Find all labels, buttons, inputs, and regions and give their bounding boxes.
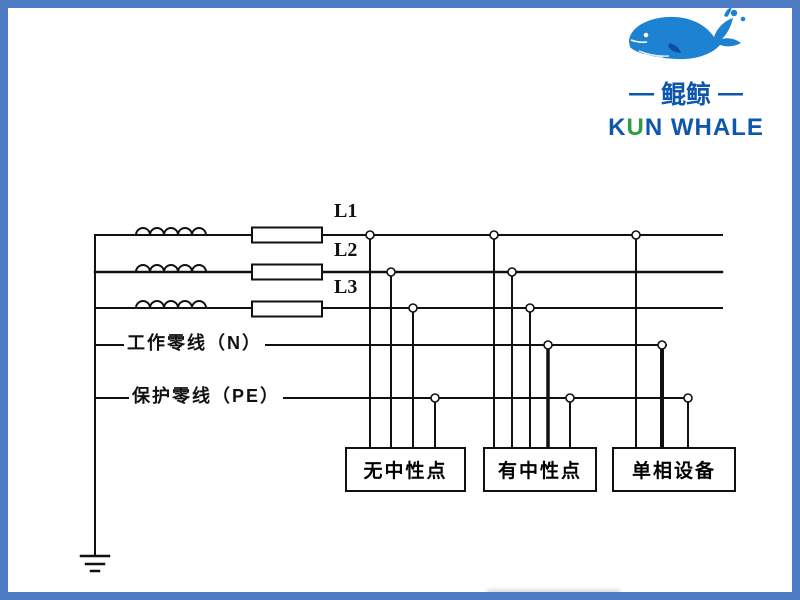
equipment-box-no-neutral: 无中性点 (345, 447, 466, 492)
equipment-box-label: 单相设备 (631, 461, 716, 482)
brand-logo: — 鲲鲸 — KUN WHALE (598, 6, 774, 142)
label-l3: L3 (334, 276, 358, 298)
equipment-box-single-phase: 单相设备 (612, 447, 736, 492)
brand-dash-right: — (718, 78, 743, 107)
equipment-box-label: 无中性点 (363, 461, 448, 482)
whale-icon (629, 7, 746, 60)
coil-icon-l2 (134, 264, 208, 274)
junction-node (565, 393, 575, 403)
brand-letter-k: K (608, 114, 627, 141)
junction-node (543, 340, 553, 350)
junction-node (386, 267, 396, 277)
fuse-box-l2 (251, 263, 323, 281)
equipment-box-label: 有中性点 (497, 461, 582, 482)
brand-name-cn-text: 鲲鲸 (660, 81, 711, 109)
equipment-box-with-neutral: 有中性点 (483, 447, 597, 492)
label-working-neutral: 工作零线（N） (124, 329, 265, 355)
junction-node (631, 230, 641, 240)
fuse-box-l1 (251, 226, 323, 244)
junction-node (683, 393, 693, 403)
junction-node (525, 303, 535, 313)
brand-dash-left: — (628, 78, 654, 107)
junction-node (657, 340, 667, 350)
junction-nodes (365, 230, 693, 403)
junction-node (408, 303, 418, 313)
junction-node (430, 393, 440, 403)
label-l1: L1 (334, 200, 358, 222)
watermark-smudge (487, 589, 620, 598)
junction-node (365, 230, 375, 240)
fuse-box-l3 (251, 300, 323, 318)
coil-icon-l3 (134, 300, 208, 310)
label-l2: L2 (334, 239, 358, 261)
label-protective-earth: 保护零线（PE） (129, 382, 284, 408)
coil-icon-l1 (134, 227, 208, 237)
junction-node (489, 230, 499, 240)
ground-icon (79, 554, 111, 573)
brand-name-en: KUN WHALE (598, 114, 774, 142)
junction-node (507, 267, 517, 277)
brand-letter-u: U (626, 114, 645, 141)
brand-letters-rest: N WHALE (644, 114, 764, 141)
brand-name-cn: — 鲲鲸 — (598, 75, 774, 111)
